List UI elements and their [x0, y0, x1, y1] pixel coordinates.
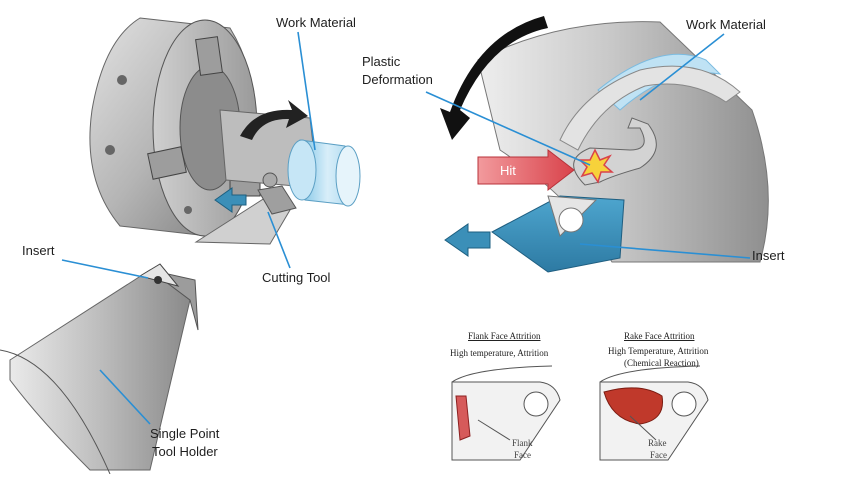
label-single-point-1: Single Point: [150, 426, 220, 441]
label-work-material-right: Work Material: [686, 17, 766, 32]
rake-attrition-title: Rake Face Attrition: [624, 331, 695, 341]
rake-face-detail: [599, 365, 709, 461]
rake-attrition-subtitle-2: (Chemical Reaction): [624, 358, 699, 368]
tool-holder-illustration: [0, 263, 199, 475]
label-plastic-deformation-1: Plastic: [362, 54, 401, 69]
rake-face-label-2: Face: [650, 450, 667, 460]
leader-work-material-right: [639, 33, 725, 101]
label-insert-left: Insert: [22, 243, 55, 258]
leader-insert-left: [61, 259, 149, 279]
leader-cutting-tool: [267, 211, 291, 269]
leader-insert-right: [579, 243, 751, 259]
flank-attrition-subtitle: High temperature, Attrition: [450, 348, 549, 358]
label-insert-right: Insert: [752, 248, 785, 263]
rake-attrition-subtitle-1: High Temperature, Attrition: [608, 346, 709, 356]
label-plastic-deformation-2: Deformation: [362, 72, 433, 87]
flank-attrition-title: Flank Face Attrition: [468, 331, 541, 341]
flank-face-label-1: Flank: [512, 438, 533, 448]
rake-face-label-1: Rake: [648, 438, 667, 448]
leader-lines: [61, 31, 751, 441]
lathe-chuck-illustration: [89, 17, 361, 245]
flank-face-label-2: Face: [514, 450, 531, 460]
flank-face-detail: [451, 365, 561, 461]
leader-flank-face: [477, 419, 511, 441]
leader-rake-face: [629, 415, 657, 441]
cutting-detail-illustration: [440, 16, 769, 273]
leader-work-material-left: [297, 31, 316, 151]
leader-plastic-deformation: [425, 91, 591, 166]
label-work-material-left: Work Material: [276, 15, 356, 30]
label-cutting-tool: Cutting Tool: [262, 270, 331, 285]
label-hit: Hit: [500, 163, 516, 178]
label-single-point-2: Tool Holder: [152, 444, 218, 459]
leader-single-point: [99, 369, 151, 425]
